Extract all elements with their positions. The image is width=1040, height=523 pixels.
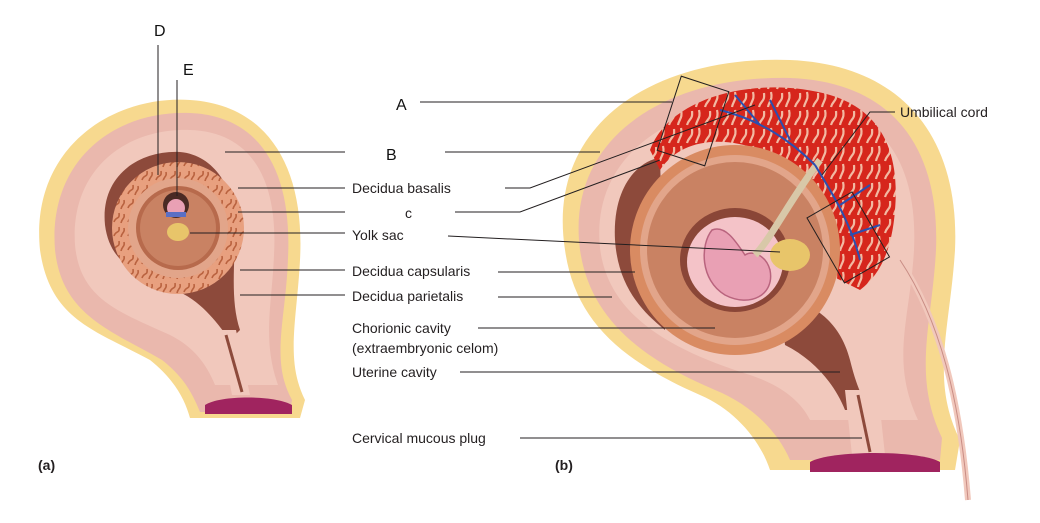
label-B: B bbox=[386, 147, 397, 164]
panel-b-umbilical-cord bbox=[752, 157, 823, 258]
labels: D E A B c Umbilical cord Decidua basalis… bbox=[38, 23, 988, 473]
label-E: E bbox=[183, 62, 194, 79]
label-extraembryonic-celom: (extraembryonic celom) bbox=[352, 340, 498, 356]
label-decidua-parietalis: Decidua parietalis bbox=[352, 288, 463, 304]
panel-a-uterus bbox=[39, 99, 306, 418]
label-decidua-basalis: Decidua basalis bbox=[352, 180, 451, 196]
label-C: c bbox=[405, 205, 412, 221]
label-chorionic-cavity: Chorionic cavity bbox=[352, 320, 451, 336]
label-cervical-mucous-plug: Cervical mucous plug bbox=[352, 430, 486, 446]
label-panel-b: (b) bbox=[555, 457, 573, 473]
label-A: A bbox=[396, 97, 407, 114]
panel-b-yolk-sac bbox=[770, 239, 810, 271]
label-uterine-cavity: Uterine cavity bbox=[352, 364, 437, 380]
label-umbilical-cord: Umbilical cord bbox=[900, 104, 988, 120]
label-D: D bbox=[154, 23, 166, 40]
label-yolk-sac: Yolk sac bbox=[352, 227, 404, 243]
panel-b-embryo bbox=[703, 228, 772, 301]
label-decidua-capsularis: Decidua capsularis bbox=[352, 263, 470, 279]
panel-b-uterus bbox=[562, 59, 971, 501]
panel-a-yolk-sac bbox=[167, 223, 189, 241]
leader-lines bbox=[157, 45, 895, 439]
label-panel-a: (a) bbox=[38, 457, 55, 473]
panel-a-cervix bbox=[205, 397, 292, 414]
panel-b-cervix bbox=[810, 453, 940, 472]
